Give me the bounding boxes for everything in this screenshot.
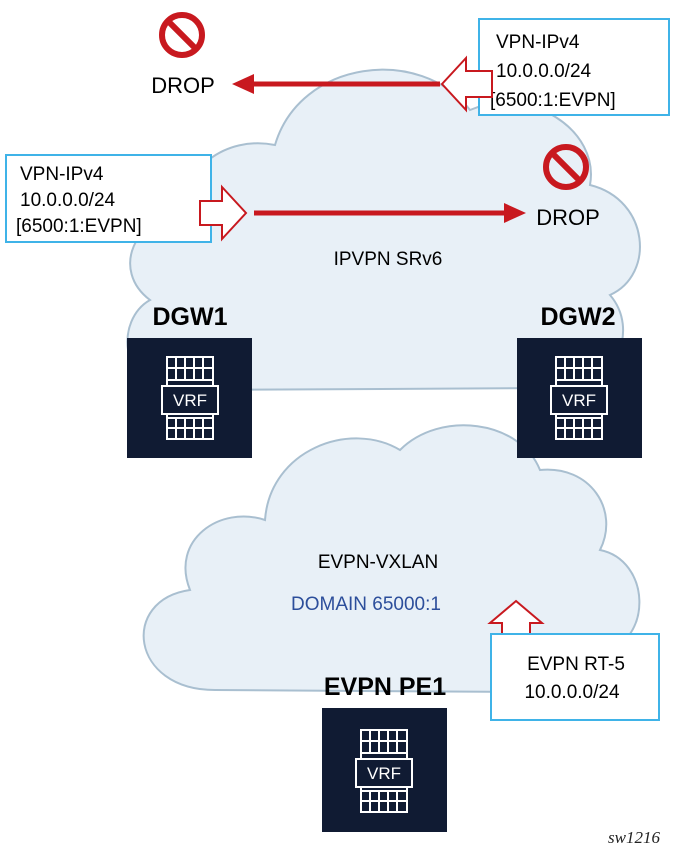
- drop-arrow-left: [232, 74, 440, 94]
- hollow-right-arrow: [199, 184, 248, 242]
- bottom-cloud-label: EVPN-VXLAN: [318, 552, 438, 573]
- top-right-callout: VPN-IPv4 10.0.0.0/24 [6500:1:EVPN]: [478, 18, 670, 116]
- dgw2-router: DGW2 VRF: [517, 303, 642, 458]
- callout-box: [5, 154, 212, 243]
- dgw1-title: DGW1: [153, 303, 228, 331]
- vrf-label: VRF: [367, 764, 401, 783]
- callout-line1: VPN-IPv4: [20, 164, 104, 185]
- callout-box: [478, 18, 670, 116]
- callout-line3: [6500:1:EVPN]: [16, 216, 142, 237]
- pe1-title: EVPN PE1: [324, 673, 446, 701]
- callout-line3: [6500:1:EVPN]: [490, 90, 616, 111]
- top-cloud-shape: [126, 68, 641, 392]
- drop-top-left: DROP: [151, 12, 215, 98]
- callout-line2: 10.0.0.0/24: [524, 682, 620, 703]
- vrf-label: VRF: [562, 391, 596, 410]
- callout-line2: 10.0.0.0/24: [496, 61, 592, 82]
- callout-line1: VPN-IPv4: [496, 32, 580, 53]
- hollow-left-arrow: [440, 55, 493, 113]
- callout-line1: EVPN RT-5: [527, 654, 625, 675]
- callout-box: [490, 633, 660, 721]
- ipvpn-srv6-cloud: IPVPN SRv6: [126, 68, 641, 392]
- vrf-label: VRF: [173, 391, 207, 410]
- evpn-callout: EVPN RT-5 10.0.0.0/24: [490, 633, 660, 721]
- no-entry-icon: [543, 144, 589, 190]
- pe1-router: EVPN PE1 VRF: [322, 673, 447, 832]
- domain-label: DOMAIN 65000:1: [291, 594, 441, 615]
- dgw2-title: DGW2: [541, 303, 616, 331]
- router-icon: [550, 356, 608, 440]
- drop-label-top-left: DROP: [151, 73, 215, 98]
- drop-right: DROP: [536, 144, 600, 230]
- no-entry-icon: [159, 12, 205, 58]
- drop-label-right: DROP: [536, 205, 600, 230]
- top-cloud-label: IPVPN SRv6: [334, 249, 443, 270]
- left-callout: VPN-IPv4 10.0.0.0/24 [6500:1:EVPN]: [5, 154, 212, 243]
- router-icon: [355, 729, 413, 813]
- router-icon: [161, 356, 219, 440]
- callout-line2: 10.0.0.0/24: [20, 190, 116, 211]
- dgw1-router: DGW1 VRF: [127, 303, 252, 458]
- drop-arrow-right: [254, 203, 526, 223]
- figure-id: sw1216: [608, 828, 660, 847]
